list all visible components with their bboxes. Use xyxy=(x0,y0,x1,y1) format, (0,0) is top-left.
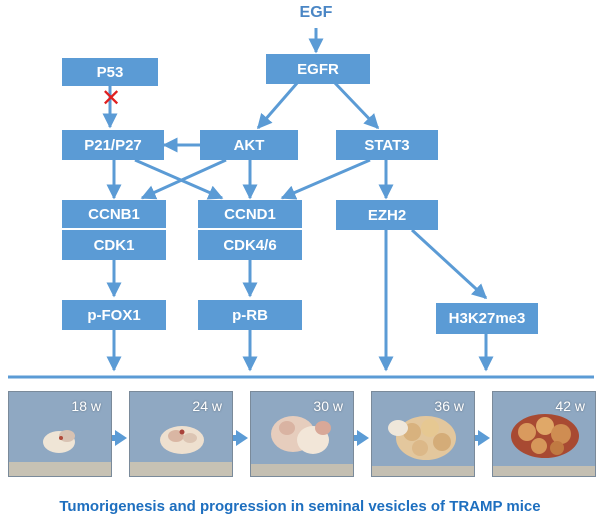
node-ccnb1: CCNB1 xyxy=(62,200,166,230)
node-p-fox1: p-FOX1 xyxy=(62,300,166,330)
arrow-stat3-ccnd1 xyxy=(280,158,371,200)
node-cdk1: CDK1 xyxy=(62,230,166,260)
stage-arrow xyxy=(478,430,490,446)
stage-arrow-stem xyxy=(112,435,116,441)
tumor-photo-36w: 36 w xyxy=(371,391,475,477)
pathway-arrows xyxy=(8,28,594,379)
stage-arrow-stem xyxy=(354,435,358,441)
stage-arrow-stem xyxy=(475,435,479,441)
blocked-marker: ✕ xyxy=(100,84,122,112)
node-egfr: EGFR xyxy=(266,54,370,84)
tumor-photo-30w: 30 w xyxy=(250,391,354,477)
tumor-photo-18w: 18 w xyxy=(8,391,112,477)
tumor-photo-24w: 24 w xyxy=(129,391,233,477)
arrow-egfr-akt xyxy=(256,81,300,130)
arrow-akt-ccnb1 xyxy=(140,158,227,200)
stage-week-label: 36 w xyxy=(434,398,464,414)
arrow-ezh2-h3k27me3 xyxy=(410,228,488,300)
arrow-p21-ccnd1 xyxy=(134,158,224,200)
stage-arrow-stem xyxy=(233,435,237,441)
node-akt: AKT xyxy=(200,130,298,160)
node-h3k27me3: H3K27me3 xyxy=(436,303,538,334)
stage-arrow xyxy=(236,430,248,446)
node-ezh2: EZH2 xyxy=(336,200,438,230)
node-p21-p27: P21/P27 xyxy=(62,130,164,160)
stage-week-label: 42 w xyxy=(555,398,585,414)
node-stat3: STAT3 xyxy=(336,130,438,160)
node-p53: P53 xyxy=(62,58,158,86)
arrow-egfr-stat3 xyxy=(332,80,380,130)
stage-week-label: 30 w xyxy=(313,398,343,414)
egf-label: EGF xyxy=(299,4,333,21)
node-ccnd1: CCND1 xyxy=(198,200,302,230)
tumor-photo-42w: 42 w xyxy=(492,391,596,477)
stage-arrow xyxy=(357,430,369,446)
stage-week-label: 18 w xyxy=(71,398,101,414)
stage-week-label: 24 w xyxy=(192,398,222,414)
node-cdk4-6: CDK4/6 xyxy=(198,230,302,260)
stage-arrow xyxy=(115,430,127,446)
node-p-rb: p-RB xyxy=(198,300,302,330)
figure-caption: Tumorigenesis and progression in seminal… xyxy=(59,498,541,515)
